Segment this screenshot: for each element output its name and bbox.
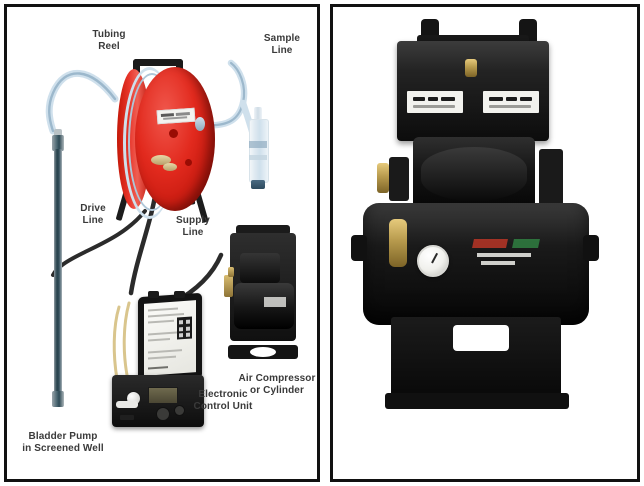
compressor-brass-fitting: [224, 275, 233, 297]
pump-body: [54, 149, 62, 393]
pressure-gauge: [417, 245, 449, 277]
reel-outlet-fitting: [163, 163, 177, 171]
control-unit-instruction-panel: [144, 300, 196, 376]
compressor-motor: [240, 253, 280, 283]
reel-face: [135, 67, 215, 211]
compressor-brass-valve: [228, 267, 234, 277]
label-tubing-reel: Tubing Reel: [92, 29, 126, 52]
base-frame-cutout: [453, 325, 509, 351]
label-sample-line: Sample Line: [263, 33, 301, 56]
bottle-neck: [254, 107, 262, 121]
case-latch-tab-right: [174, 291, 185, 298]
case-latch-bottom: [120, 415, 134, 420]
tank-brass-manifold: [389, 219, 407, 267]
pump-bottom-cap: [52, 391, 64, 407]
bottle-band-upper: [249, 141, 267, 148]
bladder-pump-graphic: [51, 129, 65, 407]
motor-band: [421, 147, 527, 201]
reel-hub-bolt-a: [169, 129, 178, 138]
left-valve-block: [389, 157, 409, 201]
reel-handle-bar: [133, 59, 183, 66]
name-plate-right: [483, 91, 539, 113]
left-brass-elbow: [377, 163, 389, 193]
reel-tubing-wrap-inner: [128, 73, 176, 211]
reel-inlet-port: [195, 117, 205, 131]
reel-outlet-port: [151, 155, 171, 165]
case-latch-tab-left: [148, 291, 159, 298]
reel-tubing-wrap-outer: [123, 67, 176, 219]
control-unit-manifold: [148, 387, 178, 404]
base-foot-rail: [385, 393, 569, 409]
air-compressor-graphic: [222, 223, 310, 359]
electronic-control-unit-graphic: [112, 291, 204, 427]
sampling-system-diagram-panel: Tubing Reel Sample Line Drive Line Suppl…: [4, 4, 320, 482]
bottle-cap: [251, 180, 265, 189]
label-air-compressor: Air Compressor or Cylinder: [238, 373, 316, 396]
compressor-name-plate: [264, 297, 286, 307]
pump-top-fitting: [54, 129, 62, 138]
pump-top-cap: [52, 135, 64, 151]
control-unit-keypad: [177, 316, 192, 340]
tank-cap-right: [583, 235, 599, 261]
name-plate-left: [407, 91, 463, 113]
head-brass-fitting: [465, 59, 477, 77]
label-control-unit: Electronic Control Unit: [193, 389, 253, 412]
right-valve-block: [539, 149, 563, 207]
reel-hub-bolt-b: [185, 159, 192, 166]
label-supply-line: Supply Line: [176, 215, 210, 238]
compressor-handle: [236, 225, 290, 235]
label-bladder-pump: Bladder Pump in Screened Well: [22, 431, 104, 454]
compressor-photograph: [333, 7, 637, 479]
control-unit-lid: [138, 292, 202, 384]
reel-logo-label: [156, 107, 196, 125]
tank-decal: [472, 239, 549, 273]
control-unit-knob-a: [156, 407, 170, 421]
sample-bottle-graphic: [247, 107, 269, 189]
control-unit-knob-b: [174, 405, 185, 416]
bottle-band-lower: [249, 155, 267, 160]
bottle-body: [249, 119, 269, 183]
tank-cap-left: [351, 235, 367, 261]
case-handle: [116, 401, 138, 408]
compressor-foot-cutout: [250, 347, 276, 357]
air-compressor-photo-panel: [330, 4, 640, 482]
tubing-reel-graphic: [111, 59, 219, 224]
label-drive-line: Drive Line: [80, 203, 106, 226]
